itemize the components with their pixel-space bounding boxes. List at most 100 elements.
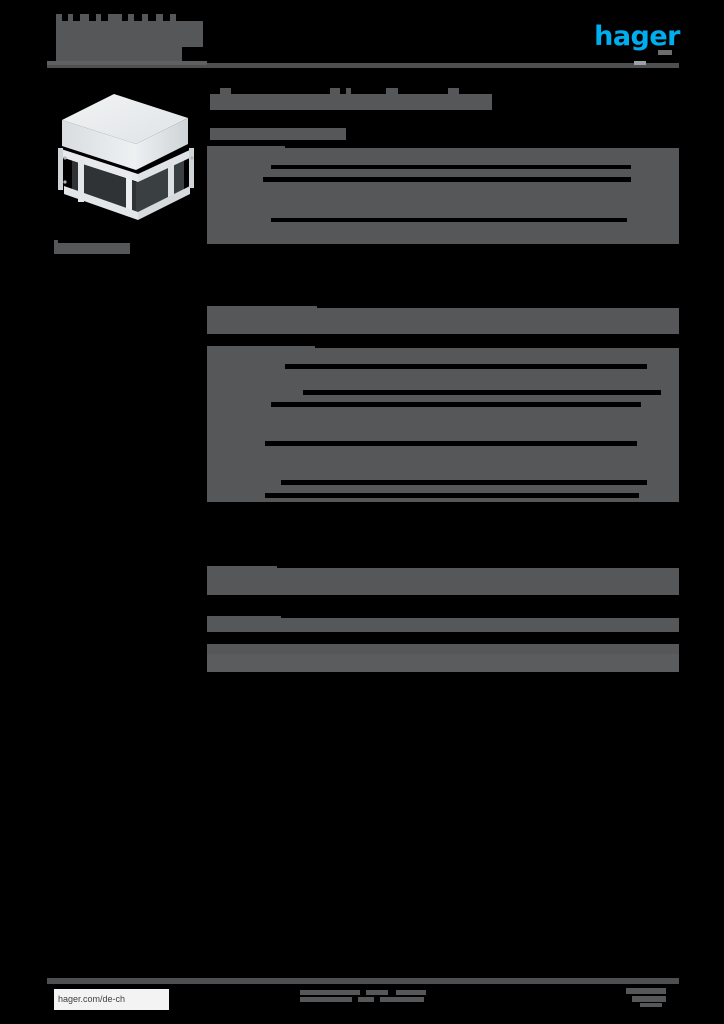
hager-logo-underscore <box>658 50 672 55</box>
table-row <box>207 318 679 334</box>
table-cell-value <box>303 390 661 395</box>
table-cell-attribute <box>207 306 317 314</box>
table-cell-attribute <box>207 448 231 456</box>
table-section <box>207 616 679 632</box>
table-cell-attribute <box>207 146 285 154</box>
table-cell-value <box>281 480 647 485</box>
table-section <box>207 644 679 672</box>
main-content <box>207 86 679 676</box>
table-cell-value <box>271 402 641 407</box>
header-title-fragment <box>142 14 148 21</box>
header-title-fragment <box>80 14 89 21</box>
table-cell-attribute <box>207 644 679 654</box>
table-row <box>207 185 679 200</box>
hager-logo: hager <box>594 21 680 52</box>
table-row <box>207 422 679 437</box>
table-row <box>207 435 679 450</box>
table-cell-attribute <box>207 409 231 417</box>
table-section-gap <box>207 502 679 568</box>
table-section <box>207 346 679 502</box>
header-divider-rule <box>47 63 679 68</box>
page-subtitle-redacted <box>210 128 346 140</box>
header-title-fragment <box>128 14 134 21</box>
header-title-fragment <box>56 14 62 21</box>
header-title-fragment <box>108 14 122 21</box>
header-title-fragment <box>56 21 203 47</box>
page-title-ascender <box>448 88 459 94</box>
table-cell-attribute <box>207 566 277 574</box>
table-row <box>207 566 679 579</box>
header-title-fragment <box>96 14 101 21</box>
table-cell-attribute <box>207 577 227 585</box>
page-title-ascender <box>386 88 398 94</box>
table-cell-attribute <box>207 396 233 404</box>
table-row <box>207 384 679 398</box>
table-cell-value <box>285 364 647 369</box>
table-section-gap <box>207 595 679 618</box>
table-row <box>207 224 679 244</box>
footer-right-fragment <box>626 988 666 994</box>
footer-center-fragment <box>366 990 388 995</box>
table-section <box>207 306 679 334</box>
table-row <box>207 358 679 373</box>
table-cell-value <box>271 165 631 169</box>
table-row <box>207 409 679 424</box>
footer-right-redacted <box>626 988 680 1007</box>
header-title-fragment <box>156 14 163 21</box>
table-cell-attribute <box>207 435 229 443</box>
table-cell-attribute <box>207 159 237 168</box>
table-row <box>207 146 679 161</box>
footer-divider-rule <box>47 978 679 984</box>
table-section-gap <box>207 244 679 308</box>
table-section <box>207 146 679 244</box>
page-title-ascender <box>220 88 231 94</box>
table-row <box>207 644 679 672</box>
table-cell-attribute <box>207 422 235 430</box>
page-title-redacted <box>210 94 492 110</box>
footer-url[interactable]: hager.com/de-ch <box>54 989 169 1010</box>
table-cell-value <box>263 177 631 182</box>
footer-right-fragment <box>632 996 666 1002</box>
table-row <box>207 474 679 489</box>
table-cell-value <box>265 441 637 446</box>
table-row <box>207 396 679 411</box>
table-row <box>207 346 679 360</box>
header-title-fragment <box>68 14 73 21</box>
footer-right-fragment <box>640 1003 662 1007</box>
specification-table <box>207 146 679 672</box>
footer-center-fragment <box>300 990 360 995</box>
table-cell-value <box>271 218 627 222</box>
table-cell-attribute <box>207 198 233 206</box>
table-section <box>207 566 679 595</box>
product-caption-tick <box>54 240 58 244</box>
table-cell-attribute <box>207 461 227 469</box>
table-row <box>207 211 679 226</box>
footer-center-fragment <box>396 990 426 995</box>
header-divider-cap <box>634 61 646 65</box>
table-cell-attribute <box>207 474 233 482</box>
table-row <box>207 306 679 320</box>
table-cell-attribute <box>207 211 231 219</box>
product-caption-redacted <box>54 243 130 254</box>
table-cell-attribute <box>207 358 243 366</box>
table-cell-attribute <box>207 616 281 628</box>
table-section-gap <box>207 632 679 646</box>
table-cell-attribute <box>207 185 237 193</box>
table-row <box>207 448 679 463</box>
table-row <box>207 487 679 502</box>
table-row <box>207 371 679 386</box>
table-row <box>207 616 679 632</box>
header-title-fragment <box>56 47 182 62</box>
header-title-fragment <box>170 14 176 21</box>
table-cell-attribute <box>207 346 315 354</box>
page-title-ascender <box>330 88 340 94</box>
table-cell-attribute <box>207 172 229 181</box>
table-cell-attribute <box>207 224 227 232</box>
table-cell-attribute <box>207 384 229 391</box>
page-title-ascender <box>346 88 351 94</box>
header-title-redacted <box>56 14 210 62</box>
footer-center-fragment <box>358 997 374 1002</box>
table-cell-value <box>265 493 639 498</box>
table-cell-attribute <box>207 371 245 379</box>
